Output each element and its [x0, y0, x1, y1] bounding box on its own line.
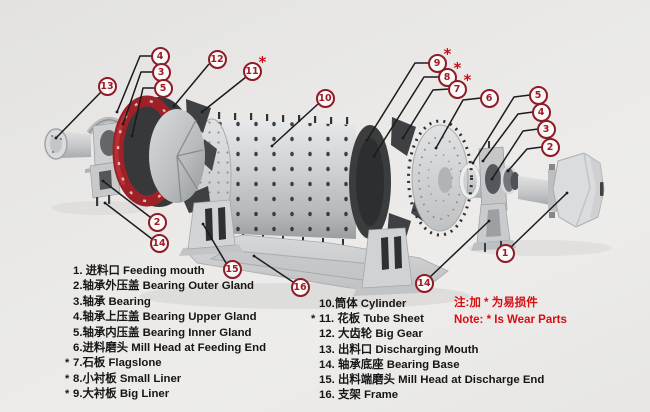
- parts-list-item: *8.小衬板 Small Liner: [65, 372, 266, 387]
- callout-13: 13: [97, 76, 117, 96]
- callout-7: 7*: [447, 72, 471, 99]
- parts-list-item: 6.进料磨头 Mill Head at Feeding End: [73, 341, 267, 354]
- callout-6: 6: [479, 88, 499, 108]
- callout-2: 2: [147, 212, 167, 232]
- parts-list-item: 2.轴承外压盖 Bearing Outer Gland: [73, 280, 255, 293]
- callout-14: 14: [149, 233, 169, 253]
- parts-list-item: 15. 出料端磨头 Mill Head at Discharge End: [319, 373, 545, 386]
- wear-note-zh: 注:加 * 为易损件: [454, 297, 538, 309]
- wear-star-icon: *: [443, 44, 452, 63]
- callout-4: 4: [531, 102, 551, 122]
- parts-list-item: *11. 花板 Tube Sheet: [311, 312, 544, 327]
- callout-3: 3: [536, 119, 556, 139]
- callout-11: 11*: [242, 54, 266, 81]
- callout-5: 5: [528, 85, 548, 105]
- parts-list-item: *7.石板 Flagslone: [65, 356, 266, 371]
- callout-10: 10: [315, 88, 335, 108]
- parts-list-item: *9.大衬板 Big Liner: [65, 387, 266, 402]
- callout-16: 16: [290, 277, 310, 297]
- parts-list-item: 16. 支架 Frame: [319, 389, 399, 402]
- parts-list-item: 4.轴承上压盖 Bearing Upper Gland: [73, 311, 257, 324]
- bearing-inner-gland-right: [459, 163, 481, 199]
- parts-list-item: 3.轴承 Bearing: [73, 295, 151, 308]
- callout-14: 14: [414, 273, 434, 293]
- parts-list-left: 1. 进料口 Feeding mouth 2.轴承外压盖 Bearing Oute…: [65, 264, 267, 403]
- callout-2: 2: [540, 137, 560, 157]
- discharge-end-head-assembly: [112, 95, 217, 213]
- left-shaft: [61, 131, 91, 158]
- wear-star-icon: *: [311, 313, 316, 326]
- wear-star-icon: *: [65, 388, 70, 401]
- parts-list-item: 1. 进料口 Feeding mouth: [73, 265, 205, 277]
- callout-1: 1: [495, 243, 515, 263]
- wear-star-icon: *: [453, 58, 462, 77]
- wear-star-icon: *: [258, 52, 267, 71]
- wear-star-icon: *: [463, 70, 472, 89]
- parts-list-item: 5.轴承内压盖 Bearing Inner Gland: [73, 326, 252, 339]
- parts-list-item: 12. 大齿轮 Big Gear: [319, 328, 423, 341]
- parts-list-item: 10.筒体 Cylinder: [319, 298, 407, 310]
- wear-note: 注:加 * 为易损件 Note: * Is Wear Parts: [454, 295, 567, 328]
- callout-5: 5: [153, 78, 173, 98]
- wear-star-icon: *: [65, 372, 70, 385]
- wear-star-icon: *: [65, 357, 70, 370]
- parts-list-item: 13. 出料口 Discharging Mouth: [319, 343, 479, 356]
- wear-note-en: Note: * Is Wear Parts: [454, 313, 567, 326]
- callout-15: 15: [222, 259, 242, 279]
- callout-9: 9*: [427, 46, 451, 73]
- parts-list-item: 14. 轴承底座 Bearing Base: [319, 358, 460, 371]
- callout-12: 12: [207, 49, 227, 69]
